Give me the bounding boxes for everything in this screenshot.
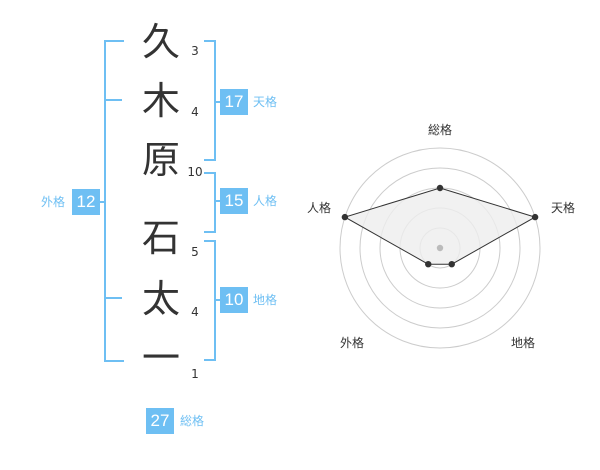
name-char-4: 石 <box>141 216 180 260</box>
chikaku-bracket-connector <box>214 299 220 301</box>
radar-axis-label-soukaku: 総格 <box>427 123 452 137</box>
radar-point-3 <box>448 260 455 268</box>
chikaku-label: 地格 <box>253 293 278 307</box>
radar-axis-label-jinkaku: 人格 <box>306 201 331 215</box>
radar-point-2 <box>531 213 539 221</box>
stroke-count-5: 4 <box>191 305 199 319</box>
jinkaku-bracket <box>204 172 216 233</box>
gaikaku-bracket-tick <box>106 99 122 101</box>
jinkaku-label: 人格 <box>253 194 278 208</box>
name-char-2: 木 <box>141 79 180 123</box>
tenkaku-value: 17 <box>220 89 248 115</box>
radar-polygon <box>343 187 537 265</box>
name-char-1: 久 <box>141 20 180 64</box>
radar-center-dot <box>436 244 444 252</box>
name-char-6: 一 <box>141 336 180 380</box>
stroke-count-3: 10 <box>187 165 203 179</box>
name-char-3: 原 <box>141 138 180 182</box>
stroke-count-6: 1 <box>191 367 199 381</box>
stroke-count-2: 4 <box>191 105 199 119</box>
tenkaku-bracket-connector <box>214 101 220 103</box>
soukaku-value: 27 <box>146 408 174 434</box>
radar-point-1 <box>436 184 444 192</box>
gaikaku-label: 外格 <box>41 195 66 209</box>
gaikaku-value: 12 <box>72 189 100 215</box>
tenkaku-bracket <box>204 40 216 161</box>
jinkaku-value: 15 <box>220 188 248 214</box>
gaikaku-bracket-tick <box>106 297 122 299</box>
radar-ring <box>359 167 521 329</box>
radar-axis-label-tenkaku: 天格 <box>550 201 575 215</box>
jinkaku-bracket-connector <box>214 200 220 202</box>
radar-point-5 <box>341 213 349 221</box>
radar-point-4 <box>425 260 432 268</box>
chikaku-value: 10 <box>220 287 248 313</box>
radar-axis-label-gaikaku: 外格 <box>339 336 364 350</box>
soukaku-label: 総格 <box>180 414 205 428</box>
name-char-5: 太 <box>141 277 180 321</box>
radar-axis-label-chikaku: 地格 <box>510 336 535 350</box>
radar-ring <box>339 147 541 349</box>
gaikaku-bracket-connector <box>98 201 106 203</box>
stroke-count-4: 5 <box>191 245 199 259</box>
stroke-count-1: 3 <box>191 44 199 58</box>
tenkaku-label: 天格 <box>253 95 278 109</box>
